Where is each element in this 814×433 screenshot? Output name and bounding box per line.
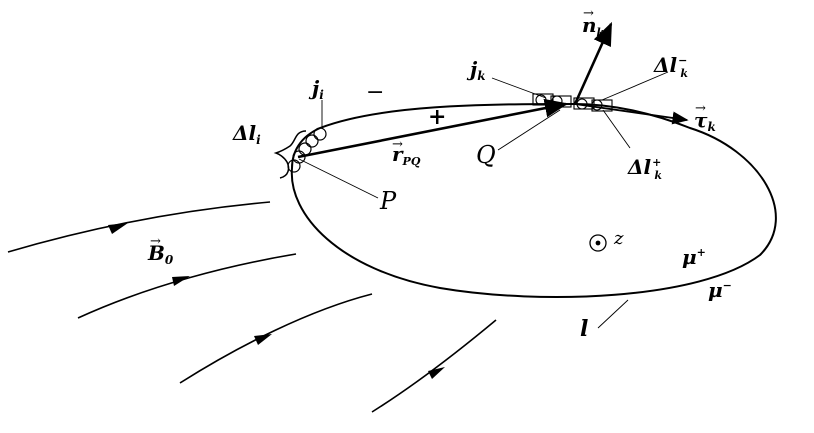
z-axis-symbol xyxy=(589,234,607,252)
label-dl-k-plus: Δl+k xyxy=(627,155,662,182)
label-B0: B0 xyxy=(147,241,174,267)
label-n-k-arrow: → xyxy=(583,6,594,21)
label-dl-k-minus: Δl−k xyxy=(653,53,688,80)
leader-lines xyxy=(298,71,669,329)
label-tau-k-arrow: → xyxy=(695,101,706,116)
field-line-4 xyxy=(371,319,497,413)
field-line-2 xyxy=(77,253,297,319)
label-r-pq: rPQ xyxy=(392,142,421,168)
field-line-3 xyxy=(179,293,373,384)
field-line-1 xyxy=(7,201,271,253)
z-axis-dot xyxy=(595,240,601,246)
label-P: P xyxy=(379,187,397,215)
contour-l xyxy=(290,102,777,298)
label-l: l xyxy=(580,316,588,342)
label-mu-plus: μ+ xyxy=(682,245,706,269)
label-minus-side: − xyxy=(366,80,384,105)
label-z: z xyxy=(613,228,624,249)
label-dl-i: Δli xyxy=(232,121,261,147)
vector-r-pq xyxy=(297,98,569,159)
element-dl-i xyxy=(287,127,327,173)
label-r-pq-arrow: → xyxy=(392,137,403,152)
label-mu-minus: μ− xyxy=(708,278,732,302)
brace-dl-i xyxy=(273,130,307,179)
field-arrow-4 xyxy=(428,367,445,379)
vector-n-k xyxy=(573,21,613,105)
label-tau-k: τk xyxy=(694,108,716,134)
field-arrow-3 xyxy=(254,334,272,345)
label-plus-side: + xyxy=(428,104,446,130)
field-arrow-2 xyxy=(172,276,190,286)
label-j-k: jk xyxy=(466,57,486,83)
label-j-i: ji xyxy=(308,76,324,102)
label-Q: Q xyxy=(476,141,496,169)
field-arrow-1 xyxy=(108,223,128,234)
label-n-k: nk xyxy=(582,13,605,39)
element-dl-k xyxy=(532,93,613,112)
label-B0-arrow: → xyxy=(150,234,161,249)
